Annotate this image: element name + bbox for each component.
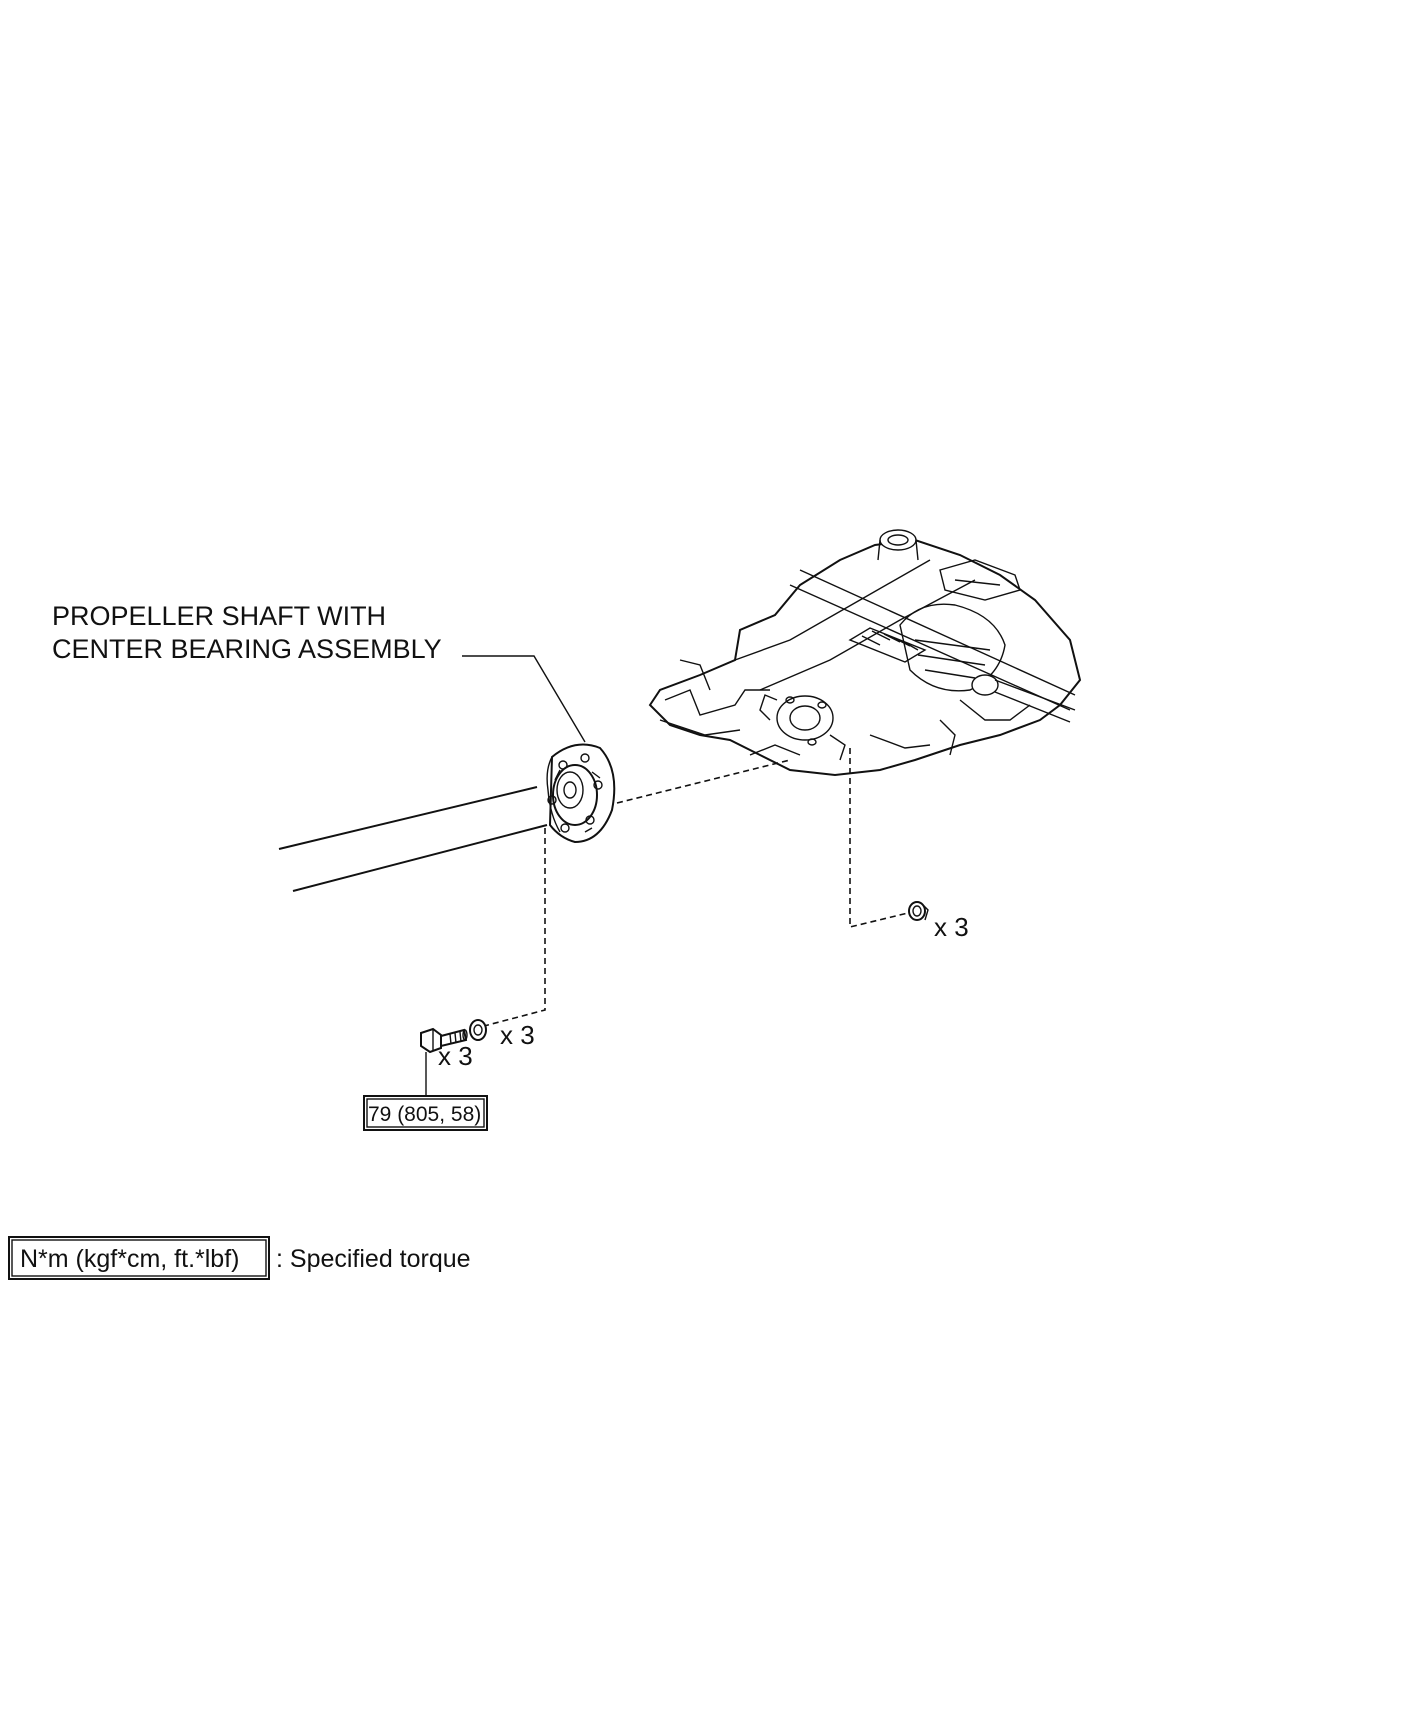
nut-quantity: x 3 [934, 912, 969, 942]
legend-box [8, 1236, 270, 1280]
differential-assembly-drawing [648, 529, 1082, 777]
bolt-quantity: x 3 [438, 1041, 473, 1071]
torque-spec-box [363, 1095, 488, 1131]
washer [469, 1019, 487, 1041]
legend-description: : Specified torque [276, 1245, 471, 1273]
torque-spec: 79 (805, 58) [368, 1103, 481, 1126]
legend-unit-text: N*m (kgf*cm, ft.*lbf) [20, 1245, 239, 1273]
part-label-line2: CENTER BEARING ASSEMBLY [52, 634, 442, 664]
part-label-line1: PROPELLER SHAFT WITH [52, 601, 386, 631]
nut [908, 901, 929, 921]
assembly-guide-lines [483, 748, 909, 1027]
propeller-shaft [278, 786, 548, 892]
shaft-flange [546, 743, 616, 844]
bolt [420, 1027, 468, 1054]
part-label-leader [462, 655, 586, 743]
washer-quantity: x 3 [500, 1020, 535, 1050]
